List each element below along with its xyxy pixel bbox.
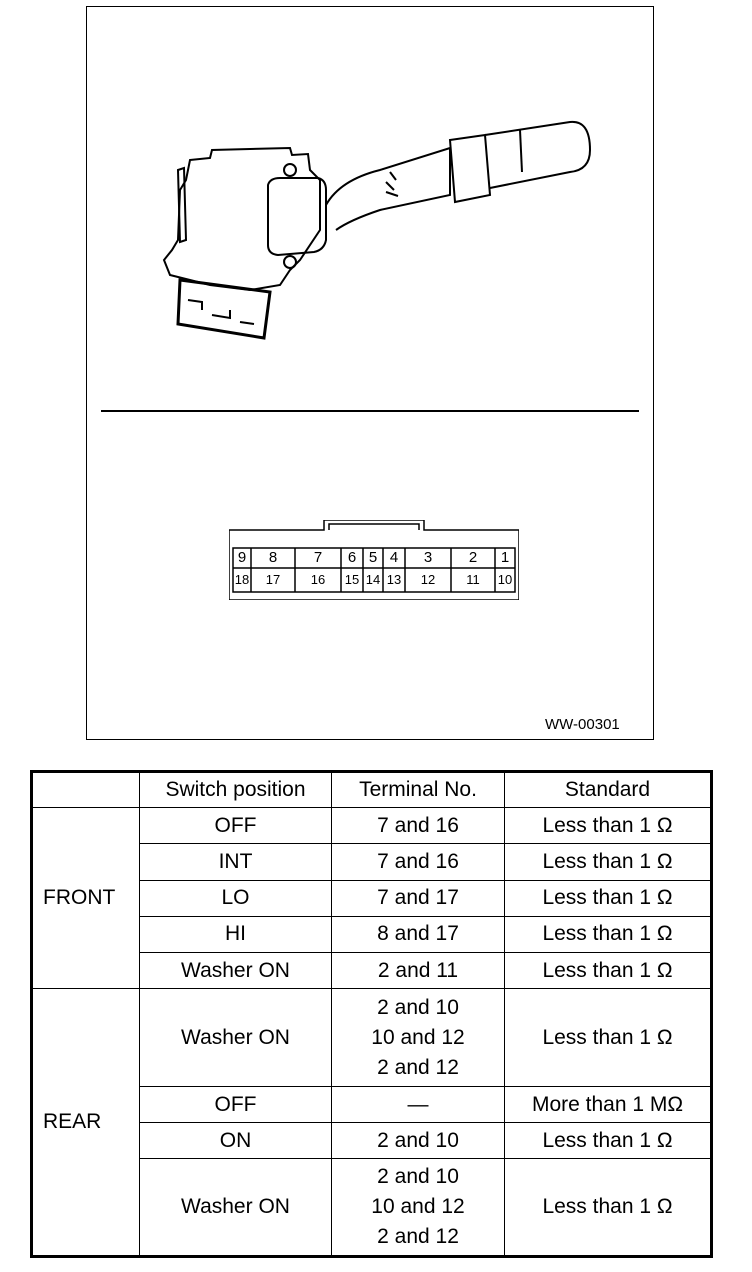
table-row: Washer ON 2 and 10 10 and 12 2 and 12 Le… (32, 1158, 712, 1257)
terminal-line: 2 and 12 (377, 1225, 459, 1249)
cell-standard: Less than 1 Ω (504, 879, 712, 917)
cell-position: OFF (139, 807, 332, 845)
pin-label: 12 (420, 572, 436, 587)
pin-label: 10 (497, 572, 513, 587)
pin-label: 14 (365, 572, 381, 587)
table-row: HI 8 and 17 Less than 1 Ω (32, 915, 712, 954)
table-row: REAR Washer ON 2 and 10 10 and 12 2 and … (31, 988, 712, 1257)
pin-label: 6 (347, 549, 357, 566)
cell-position: Washer ON (139, 952, 332, 990)
pin-label: 3 (423, 549, 433, 566)
cell-standard: Less than 1 Ω (504, 1158, 712, 1257)
cell-position: INT (139, 843, 332, 881)
wiper-switch-illustration (162, 120, 592, 340)
header-standard: Standard (504, 770, 712, 809)
connector-pin-diagram (229, 520, 519, 600)
front-group-label: FRONT (31, 807, 140, 990)
cell-standard: Less than 1 Ω (504, 843, 712, 881)
cell-terminal: 2 and 10 (331, 1122, 505, 1160)
terminal-line: 10 and 12 (371, 1025, 465, 1049)
cell-position: OFF (139, 1085, 332, 1124)
terminal-line: 10 and 12 (371, 1195, 465, 1219)
cell-position: Washer ON (139, 1158, 332, 1257)
cell-terminal: 2 and 11 (331, 952, 505, 990)
terminal-line: 2 and 12 (377, 1055, 459, 1079)
pin-label: 4 (389, 549, 399, 566)
cell-standard: Less than 1 Ω (504, 807, 712, 845)
cell-terminal: 7 and 16 (331, 807, 505, 845)
cell-standard: Less than 1 Ω (504, 915, 712, 954)
cell-terminal: 8 and 17 (331, 915, 505, 954)
table-row: FRONT OFF 7 and 16 Less than 1 Ω (31, 807, 712, 990)
rear-group-label: REAR (31, 988, 140, 1257)
pin-label: 8 (268, 549, 278, 566)
pin-label: 15 (344, 572, 360, 587)
cell-standard: More than 1 MΩ (504, 1085, 712, 1124)
cell-terminal: 2 and 10 10 and 12 2 and 12 (331, 988, 505, 1087)
cell-standard: Less than 1 Ω (504, 988, 712, 1087)
table-row: ON 2 and 10 Less than 1 Ω (32, 1122, 712, 1160)
pin-label: 9 (237, 549, 247, 566)
pin-label: 2 (468, 549, 478, 566)
pin-label: 1 (500, 549, 510, 566)
table-row: INT 7 and 16 Less than 1 Ω (32, 843, 712, 881)
table-header-row: Switch position Terminal No. Standard (31, 770, 712, 809)
header-switch-position: Switch position (139, 770, 332, 809)
figure-frame (86, 6, 654, 740)
pin-label: 11 (466, 572, 480, 587)
cell-terminal: 7 and 17 (331, 879, 505, 917)
terminal-line: 2 and 10 (377, 1165, 459, 1189)
spec-table: Switch position Terminal No. Standard FR… (30, 770, 713, 1258)
cell-position: LO (139, 879, 332, 917)
cell-terminal: — (331, 1085, 505, 1124)
terminal-line: 2 and 10 (377, 995, 459, 1019)
header-empty (31, 770, 140, 809)
cell-standard: Less than 1 Ω (504, 952, 712, 990)
pin-label: 7 (313, 549, 323, 566)
cell-terminal: 7 and 16 (331, 843, 505, 881)
table-row: Washer ON 2 and 11 Less than 1 Ω (32, 952, 712, 990)
table-row: LO 7 and 17 Less than 1 Ω (32, 879, 712, 917)
table-row: OFF — More than 1 MΩ (32, 1085, 712, 1124)
cell-standard: Less than 1 Ω (504, 1122, 712, 1160)
pin-label: 17 (265, 572, 281, 587)
figure-id: WW-00301 (545, 716, 620, 733)
figure-divider (101, 410, 639, 412)
pin-label: 5 (368, 549, 378, 566)
cell-position: ON (139, 1122, 332, 1160)
cell-position: Washer ON (139, 988, 332, 1087)
pin-label: 16 (310, 572, 326, 587)
cell-terminal: 2 and 10 10 and 12 2 and 12 (331, 1158, 505, 1257)
header-terminal-no: Terminal No. (331, 770, 505, 809)
pin-label: 13 (386, 572, 402, 587)
pin-label: 18 (234, 572, 250, 587)
cell-position: HI (139, 915, 332, 954)
